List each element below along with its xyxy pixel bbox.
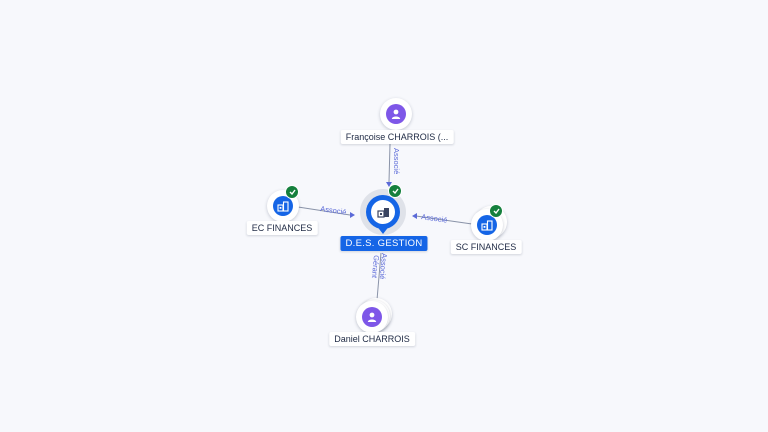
- building-icon: [371, 200, 395, 224]
- person-icon: [386, 104, 406, 124]
- building-icon: [273, 196, 293, 216]
- pin-tip: [376, 225, 390, 234]
- verified-check-icon: [489, 204, 503, 218]
- node-label-daniel-charrois[interactable]: Daniel CHARROIS: [329, 332, 415, 346]
- building-icon: [477, 215, 497, 235]
- person-icon: [362, 307, 382, 327]
- edge-arrow-top: [386, 182, 392, 187]
- edge-arrow-right: [412, 213, 417, 219]
- edge-label-right: Associé: [421, 212, 448, 225]
- edge-line-top: [388, 143, 391, 183]
- node-ec-finances[interactable]: [266, 185, 300, 223]
- edge-line-left: [297, 206, 351, 216]
- edge-line-right: [415, 215, 473, 225]
- node-label-des-gestion[interactable]: D.E.S. GESTION: [340, 236, 428, 251]
- node-label-sc-finances[interactable]: SC FINANCES: [450, 240, 522, 254]
- verified-check-icon: [285, 185, 299, 199]
- node-des-gestion[interactable]: [358, 184, 408, 237]
- node-label-francoise-charrois[interactable]: Françoise CHARROIS (...: [340, 130, 454, 144]
- edge-arrow-left: [350, 212, 355, 218]
- node-francoise-charrois[interactable]: [379, 97, 413, 131]
- node-daniel-charrois[interactable]: [352, 297, 392, 337]
- node-sc-finances[interactable]: [470, 204, 507, 242]
- verified-check-icon: [388, 184, 402, 198]
- edge-label-top: Associé: [392, 148, 401, 174]
- edge-label-bottom-2: Associé: [378, 253, 389, 280]
- edge-line-bottom: [376, 252, 382, 301]
- edge-label-left: Associé: [320, 204, 347, 217]
- node-label-ec-finances[interactable]: EC FINANCES: [246, 221, 318, 235]
- edge-label-bottom-1: Gérant: [370, 255, 381, 280]
